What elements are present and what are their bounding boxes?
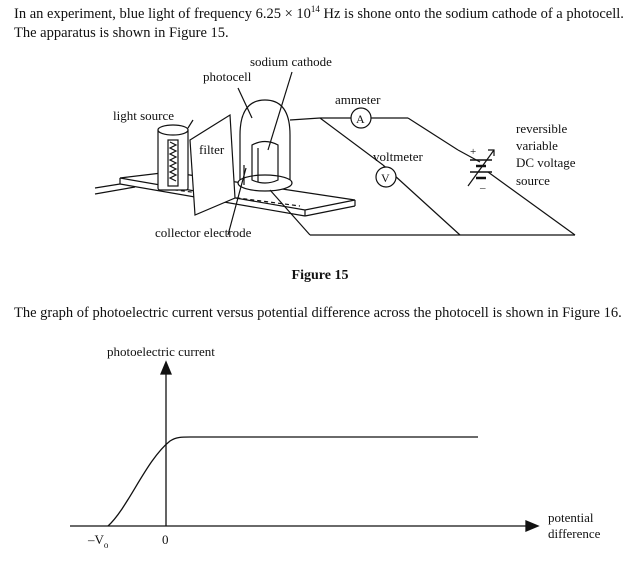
y-axis-arrow [160, 360, 172, 375]
label-voltmeter: voltmeter [373, 149, 423, 164]
voltmeter-letter: V [381, 171, 390, 185]
tick-negative-sub: o [104, 540, 109, 550]
x-axis-arrow [525, 520, 540, 532]
label-source-line2: variable [516, 138, 558, 153]
label-light-source: light source [113, 108, 174, 123]
filter-panel [189, 113, 236, 216]
intro-part1: In an experiment, blue light of frequenc… [14, 5, 311, 22]
label-filter: filter [199, 142, 225, 157]
figure-16-graph: photoelectric current potential differen… [70, 344, 601, 550]
dc-source [467, 149, 495, 187]
label-source-line4: source [516, 173, 550, 188]
label-minus: – [479, 182, 486, 194]
current-curve [107, 436, 478, 527]
tick-negative-vo: –Vo [87, 532, 109, 550]
label-source-line3: DC voltage [516, 155, 576, 170]
ammeter-symbol [350, 107, 372, 129]
ammeter-letter: A [356, 112, 365, 126]
label-photocell: photocell [203, 69, 252, 84]
tick-zero: 0 [162, 532, 169, 547]
intro-part2: Hz is shone onto the sodium cathode of a… [14, 5, 624, 41]
intro-text: In an experiment, blue light of frequenc… [14, 0, 634, 43]
label-ammeter: ammeter [335, 92, 381, 107]
x-axis-label-line2: difference [548, 526, 601, 541]
light-source [157, 124, 189, 191]
label-collector-electrode: collector electrode [155, 225, 252, 240]
photocell [237, 99, 293, 192]
voltmeter-symbol [375, 166, 397, 188]
graph-intro-text: The graph of photoelectric current versu… [14, 305, 622, 321]
x-axis-label-line1: potential [548, 510, 594, 525]
label-plus: + [470, 146, 476, 158]
figure-15-apparatus: light source photocell sodium cathode am… [94, 54, 576, 240]
figure-15-caption: Figure 15 [291, 268, 349, 283]
y-axis-label: photoelectric current [107, 344, 215, 359]
intro-exponent: 14 [310, 4, 320, 14]
label-sodium-cathode: sodium cathode [250, 54, 332, 69]
tick-negative-v: –V [87, 532, 105, 547]
label-source-line1: reversible [516, 121, 567, 136]
